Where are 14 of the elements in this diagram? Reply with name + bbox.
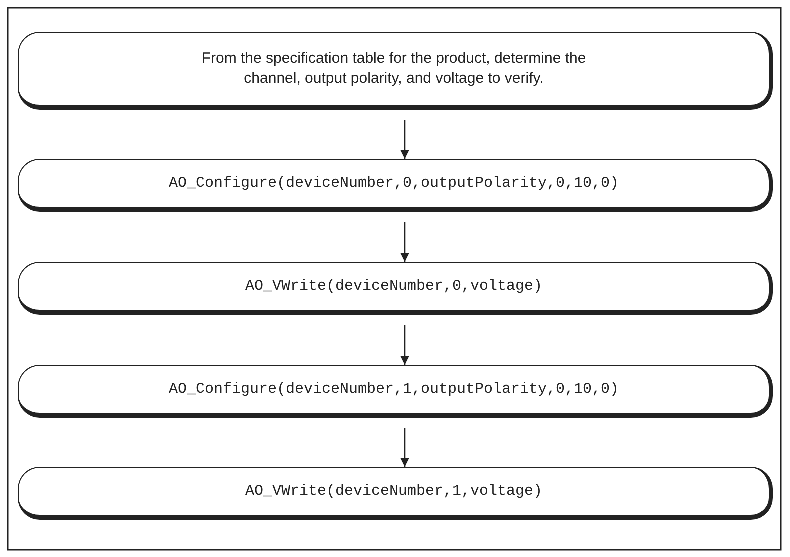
arrow (400, 120, 410, 159)
code-text: AO_Configure(deviceNumber,0,outputPolarity,0,10,0) (168, 174, 620, 194)
process-box (18, 467, 773, 520)
arrow (400, 325, 410, 365)
process-box (18, 262, 773, 315)
process-box (18, 159, 773, 212)
process-box (18, 365, 773, 418)
process-box (18, 32, 773, 110)
code-text: AO_VWrite(deviceNumber,1,voltage) (245, 482, 543, 502)
arrow (400, 222, 410, 262)
arrow (400, 428, 410, 467)
step-text: From the specification table for the product, determine the channel, output polarity, and voltage to verify. (200, 49, 588, 89)
code-text: AO_VWrite(deviceNumber,0,voltage) (245, 276, 543, 296)
code-text: AO_Configure(deviceNumber,1,outputPolarity,0,10,0) (168, 380, 620, 400)
